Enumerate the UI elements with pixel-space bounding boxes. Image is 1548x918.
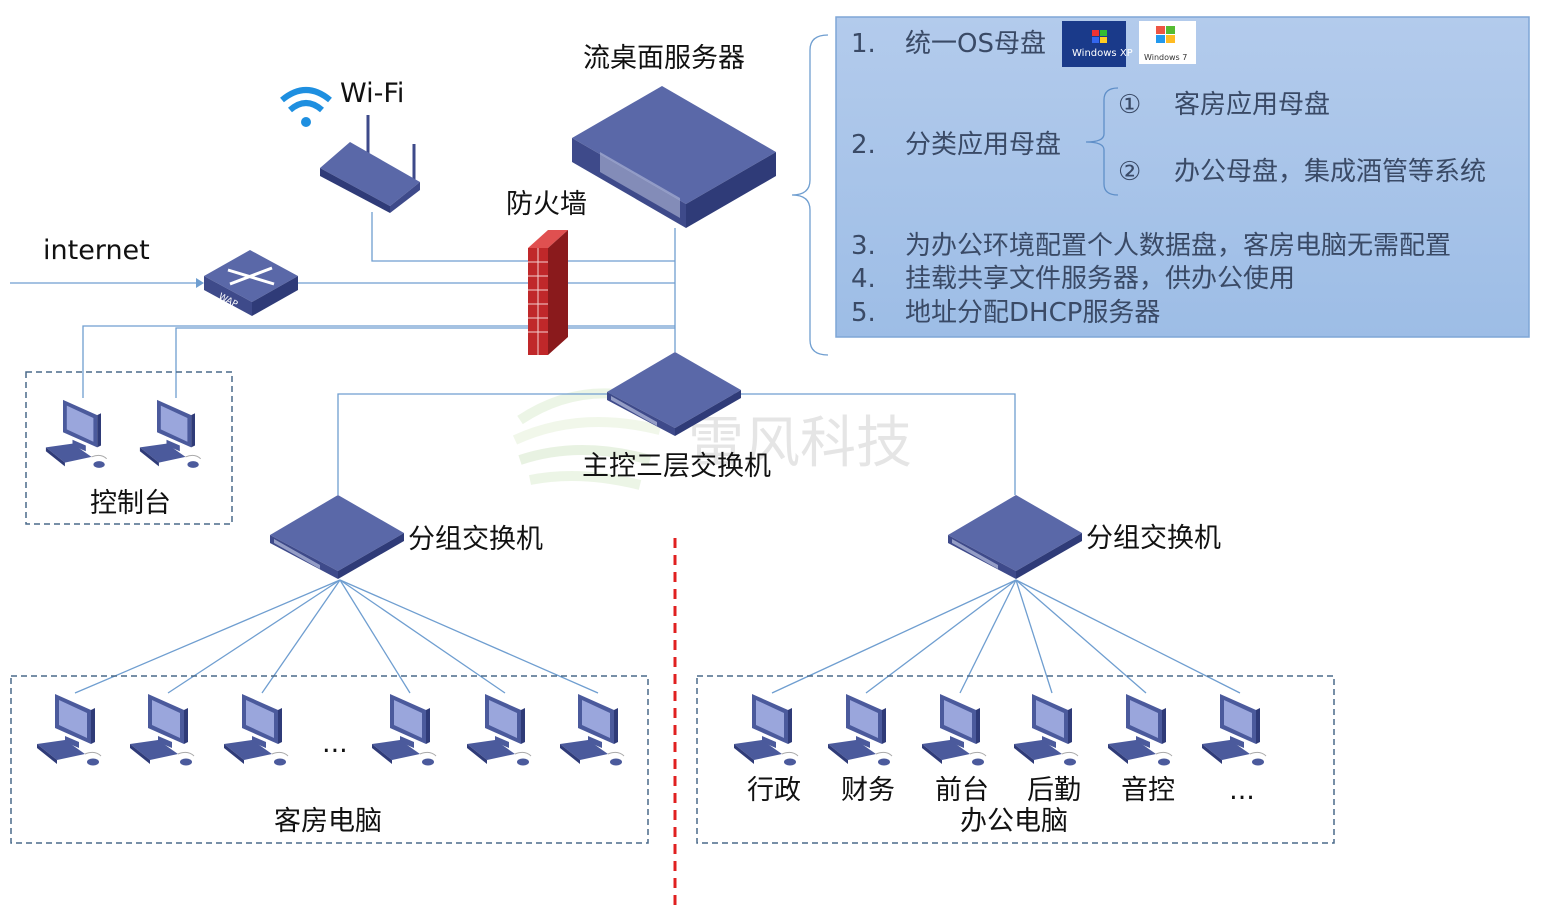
office-group-label: 办公电脑: [960, 806, 1068, 837]
server-label: 流桌面服务器: [583, 43, 745, 74]
department-label: ...: [1229, 775, 1255, 806]
core-switch-label: 主控三层交换机: [582, 451, 771, 482]
department-label: 财务: [841, 775, 895, 806]
windows-xp-logo: Windows XP: [1062, 21, 1133, 67]
uplink-line: [865, 579, 1017, 694]
firewall[interactable]: 防火墙: [506, 189, 587, 355]
item-5-num: 5.: [851, 298, 876, 328]
watermark: 雷风科技: [512, 388, 912, 490]
group-switch-left[interactable]: [270, 495, 404, 579]
guest-pc[interactable]: [129, 693, 195, 766]
sub-2-num: ②: [1118, 157, 1141, 187]
item-4-text: 挂载共享文件服务器，供办公使用: [905, 264, 1295, 294]
watermark-text: 雷风科技: [688, 411, 912, 476]
uplink-line: [167, 579, 341, 694]
console-pc[interactable]: [139, 399, 202, 469]
wifi-label: Wi-Fi: [340, 78, 404, 109]
group-switch-right[interactable]: [948, 495, 1082, 579]
console-group: 控制台: [25, 371, 233, 525]
uplink-line: [1015, 579, 1147, 694]
guest-pc[interactable]: [36, 693, 102, 766]
guest-ellipsis: ...: [322, 728, 348, 759]
windows-xp-logo-text: Windows XP: [1072, 48, 1133, 59]
item-4-num: 4.: [851, 264, 876, 294]
uplink-line: [1015, 579, 1053, 694]
internet-label: internet: [43, 235, 150, 266]
item-1-text: 统一OS母盘: [905, 29, 1046, 59]
console-pc[interactable]: [45, 399, 108, 469]
windows-7-logo-text: Windows 7: [1144, 53, 1187, 62]
console-label: 控制台: [90, 488, 171, 519]
office-pc[interactable]: [733, 693, 799, 766]
wifi-router[interactable]: Wi-Fi: [280, 78, 420, 213]
uplink-line: [1015, 579, 1241, 694]
firewall-label: 防火墙: [506, 189, 587, 220]
cross-arrows-icon: [227, 266, 275, 286]
group-switch-right-label: 分组交换机: [1086, 523, 1221, 554]
office-pc-group: 行政 财务 前台 后勤 音控... 办公电脑: [696, 675, 1335, 844]
office-pc[interactable]: [1013, 693, 1079, 766]
guest-pc[interactable]: [466, 693, 532, 766]
item-3-text: 为办公环境配置个人数据盘，客房电脑无需配置: [905, 231, 1451, 261]
department-label: 前台: [935, 775, 989, 806]
item-3-num: 3.: [851, 231, 876, 261]
info-panel: 1. 统一OS母盘 Windows XP Windows 7 2. 分类应用母盘…: [835, 16, 1530, 338]
group-switch-left-label: 分组交换机: [408, 524, 543, 555]
uplink-line: [771, 579, 1017, 694]
office-pc[interactable]: [921, 693, 987, 766]
sub-2-text: 办公母盘，集成酒管等系统: [1174, 157, 1486, 187]
guest-pc[interactable]: [559, 693, 625, 766]
office-pc[interactable]: [827, 693, 893, 766]
sub-1-num: ①: [1118, 90, 1141, 120]
brace: [791, 34, 829, 356]
guest-pc[interactable]: [223, 693, 289, 766]
guest-pc-group: ... 客房电脑: [10, 675, 649, 844]
uplink-line: [959, 579, 1017, 694]
uplink-line: [261, 579, 341, 694]
item-5-text: 地址分配DHCP服务器: [905, 298, 1160, 328]
item-1-num: 1.: [851, 29, 876, 59]
uplink-line: [74, 579, 341, 694]
desktop-server[interactable]: 流桌面服务器: [572, 43, 776, 228]
office-pc[interactable]: [1107, 693, 1173, 766]
sub-1-text: 客房应用母盘: [1174, 90, 1330, 120]
wap-switch[interactable]: WAP: [204, 250, 298, 316]
uplink-line: [339, 579, 599, 694]
department-label: 后勤: [1027, 775, 1081, 806]
office-pc[interactable]: [1201, 693, 1267, 766]
guest-group-label: 客房电脑: [274, 806, 382, 837]
guest-pc[interactable]: [371, 693, 437, 766]
item-2-num: 2.: [851, 130, 876, 160]
uplink-line: [339, 579, 506, 694]
uplink-line: [339, 579, 411, 694]
item-2-text: 分类应用母盘: [905, 130, 1061, 160]
department-label: 行政: [747, 775, 801, 806]
windows-7-logo: Windows 7: [1139, 21, 1196, 64]
wifi-icon: [280, 87, 332, 127]
department-label: 音控: [1121, 775, 1175, 806]
